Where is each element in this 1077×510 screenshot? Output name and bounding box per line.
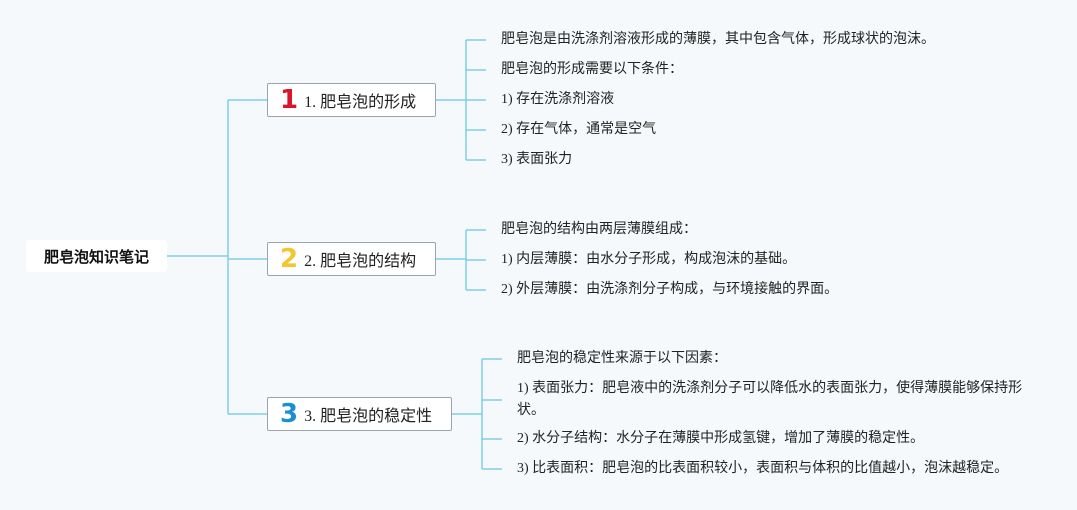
- leaf-item: 3) 比表面积：肥皂泡的比表面积较小，表面积与体积的比值越小，泡沫越稳定。: [517, 461, 1009, 476]
- branch-label: 1. 肥皂泡的形成: [304, 94, 417, 111]
- leaf-item: 2) 水分子结构：水分子在薄膜中形成氢键，增加了薄膜的稳定性。: [517, 431, 925, 446]
- leaf-item: 3) 表面张力: [501, 152, 573, 167]
- number-two-icon: 2: [280, 244, 299, 274]
- branch-label: 2. 肥皂泡的结构: [304, 253, 417, 270]
- leaf-item: 1) 存在洗涤剂溶液: [501, 92, 615, 107]
- leaf-item: 肥皂泡的形成需要以下条件：: [501, 62, 683, 77]
- root-label: 肥皂泡知识笔记: [43, 247, 149, 266]
- branch-node-stability[interactable]: 3 3. 肥皂泡的稳定性: [267, 397, 452, 431]
- leaf-item: 肥皂泡是由洗涤剂溶液形成的薄膜，其中包含气体，形成球状的泡沫。: [501, 32, 935, 47]
- branch-label: 3. 肥皂泡的稳定性: [304, 408, 433, 425]
- leaf-item: 肥皂泡的结构由两层薄膜组成：: [501, 222, 697, 237]
- number-three-icon: 3: [280, 399, 299, 429]
- branch-node-formation[interactable]: 1 1. 肥皂泡的形成: [267, 83, 436, 117]
- leaf-item: 2) 存在气体，通常是空气: [501, 122, 657, 137]
- branch-node-structure[interactable]: 2 2. 肥皂泡的结构: [267, 242, 436, 276]
- root-node[interactable]: 肥皂泡知识笔记: [26, 240, 167, 272]
- leaf-item: 肥皂泡的稳定性来源于以下因素：: [517, 351, 727, 366]
- leaf-item: 1) 内层薄膜：由水分子形成，构成泡沫的基础。: [501, 252, 797, 267]
- leaf-item: 2) 外层薄膜：由洗涤剂分子构成，与环境接触的界面。: [501, 282, 839, 297]
- leaf-item: 1) 表面张力：肥皂液中的洗涤剂分子可以降低水的表面张力，使得薄膜能够保持形状。: [517, 381, 1023, 418]
- number-one-icon: 1: [280, 85, 299, 115]
